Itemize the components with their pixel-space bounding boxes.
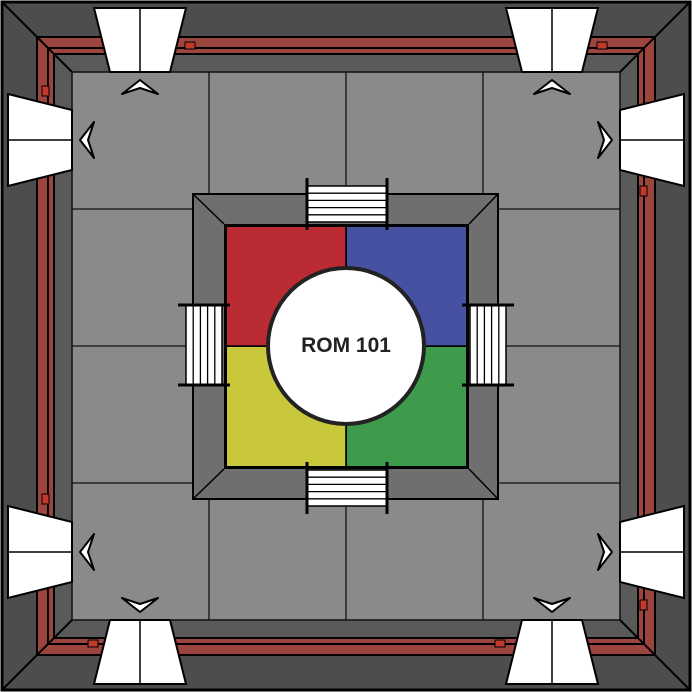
wall-marker-icon [184, 41, 196, 50]
center-disc [266, 266, 426, 426]
entrance-door-icon [504, 619, 600, 685]
corner-seam [1, 619, 73, 691]
wall-marker-icon [494, 639, 506, 648]
wall-marker-icon [639, 185, 648, 197]
stairs-body [185, 304, 223, 386]
wall-marker-icon [596, 41, 608, 50]
direction-arrow-icon [79, 533, 95, 571]
entrance-door-icon [504, 7, 600, 73]
wall-marker-icon [41, 493, 50, 505]
direction-arrow-icon [79, 121, 95, 159]
pit-bevel [192, 193, 225, 225]
direction-arrow-icon [597, 533, 613, 571]
direction-arrow-icon [597, 121, 613, 159]
corner-seam [619, 1, 691, 73]
stairs-body [469, 304, 507, 386]
wall-marker-icon [87, 639, 99, 648]
entrance-door-icon [92, 619, 188, 685]
pit-bevel [468, 193, 499, 225]
stairs-icon [305, 178, 389, 230]
stairs-icon [462, 303, 514, 387]
wall-marker-icon [41, 85, 50, 97]
corner-seam [1, 1, 73, 73]
entrance-door-icon [619, 92, 685, 188]
direction-arrow-icon [533, 597, 571, 613]
pit-bevel [192, 468, 225, 500]
stairs-icon [178, 303, 230, 387]
entrance-door-icon [619, 504, 685, 600]
wall-marker-icon [639, 599, 648, 611]
entrance-door-icon [92, 7, 188, 73]
direction-arrow-icon [533, 79, 571, 95]
entrance-door-icon [7, 504, 73, 600]
stairs-body [306, 469, 388, 507]
rail-inner-line [47, 47, 645, 645]
stairs-body [306, 185, 388, 223]
entrance-door-icon [7, 92, 73, 188]
pit-bevel [468, 468, 499, 500]
stairs-icon [305, 462, 389, 514]
direction-arrow-icon [121, 597, 159, 613]
corner-seam [619, 619, 691, 691]
direction-arrow-icon [121, 79, 159, 95]
